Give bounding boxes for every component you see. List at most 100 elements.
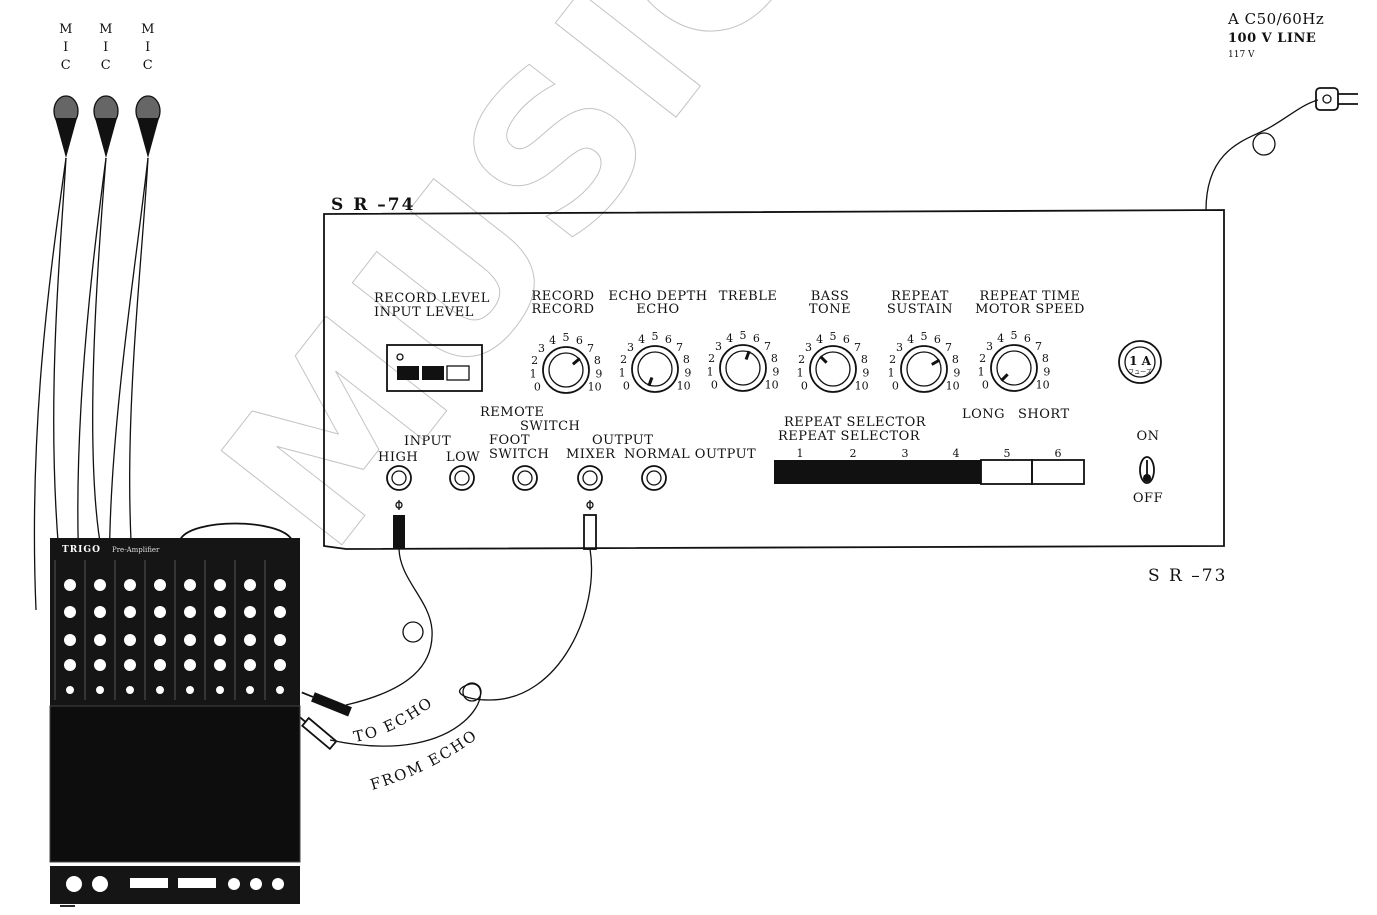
dial-number: 3 [986,340,993,353]
mic-cable [92,157,111,586]
mic-letter: C [143,58,153,73]
low-input-jack[interactable] [449,465,475,491]
mixer-power-knob[interactable] [66,876,82,892]
dial-number: 5 [563,331,570,344]
mixer-channel-knob[interactable] [184,659,196,671]
dial-number: 7 [854,341,861,354]
normal-output-jack[interactable] [641,465,667,491]
knob-pointer [819,355,828,364]
repeat-selector-bar-active[interactable] [774,460,981,484]
mixer-channel-knob[interactable] [154,606,166,618]
power-cord [1205,99,1319,211]
mixer-channel-knob[interactable] [274,606,286,618]
dial-number: 1 [530,367,537,380]
mixer-input-jack[interactable] [244,684,256,696]
mixer-input-jack[interactable] [274,684,286,696]
dial-number: 1 [978,365,985,378]
mixer-channel-knob[interactable] [94,634,106,646]
knob-body[interactable] [990,344,1038,392]
knob-body[interactable] [809,345,857,393]
mixer-channel-knob[interactable] [64,606,76,618]
mixer-input-jack[interactable] [94,684,106,696]
mixer-channel-knob[interactable] [184,579,196,591]
mixer-channel-knob[interactable] [184,606,196,618]
mixer-master-knob[interactable] [272,878,284,890]
mixer-channel-knob[interactable] [154,634,166,646]
mixer-channel-knob[interactable] [214,634,226,646]
microphone-3: M I C [135,22,161,158]
mixer-channel-knob[interactable] [94,606,106,618]
mixer-channel-knob[interactable] [64,659,76,671]
knob-title: TREBLE [719,289,778,304]
knob-title: REPEAT TIME [979,289,1080,304]
mixer-channel-knob[interactable] [184,634,196,646]
mixer-channel-knob[interactable] [124,659,136,671]
repeat-time-long-label: LONG [962,407,1005,422]
knob-body[interactable] [631,345,679,393]
input-label: INPUT [404,434,451,449]
knob-subtitle: TONE [809,302,851,317]
knob-body[interactable] [719,344,767,392]
knob-pointer [744,350,751,361]
dial-number: 4 [549,334,556,347]
mic-cable [53,157,67,586]
power-switch[interactable]: ON OFF [1133,429,1163,506]
repeat-selector-button-6[interactable] [1031,459,1085,485]
to-echo-plug-icon [393,515,405,549]
mixer-input-jack[interactable] [154,684,166,696]
mixer-channel-knob[interactable] [64,634,76,646]
mixer-input-jack[interactable] [64,684,76,696]
mixer-channel-knob[interactable] [64,579,76,591]
foot-label: FOOT [489,433,530,448]
dial-number: 10 [765,379,779,392]
mixer-channel-knob[interactable] [274,659,286,671]
dial-number: 3 [805,341,812,354]
mixer-channel-knob[interactable] [274,579,286,591]
mixer-channel-knob[interactable] [214,659,226,671]
mixer-channel-knob[interactable] [94,579,106,591]
power-cord-loop [1252,132,1276,156]
mixer-input-jack[interactable] [124,684,136,696]
mixer-channel-knob[interactable] [244,579,256,591]
mixer-headphone-knob[interactable] [92,876,108,892]
knob-body[interactable] [900,345,948,393]
mixer-master-knob[interactable] [228,878,240,890]
mixer-channel-knob[interactable] [124,606,136,618]
mixer-channel-knob[interactable] [244,606,256,618]
dial-number: 10 [677,380,691,393]
mixer-channel-knob[interactable] [214,579,226,591]
mixer-channel-knob[interactable] [124,634,136,646]
remote-switch-jack[interactable] [512,465,538,491]
jack-row [386,465,667,491]
knob-subtitle: SUSTAIN [887,302,953,317]
mixer-input-jack[interactable] [184,684,196,696]
mixer-channel-knob[interactable] [124,579,136,591]
repeat-selector-button-5[interactable] [980,459,1033,485]
dial-number: 10 [1036,379,1050,392]
dial-number: 10 [588,381,602,394]
knob-body[interactable] [542,346,590,394]
mixer-channel-knob[interactable] [154,659,166,671]
mixer-channel-knob[interactable] [214,606,226,618]
mixer-channel-knob[interactable] [244,634,256,646]
mixer-output-jack[interactable] [577,465,603,491]
mixer-channel-knob[interactable] [274,634,286,646]
mixer-front-panel [49,705,301,863]
mixer-master-knob[interactable] [250,878,262,890]
high-input-jack[interactable] [386,465,412,491]
mixer-channel-knob[interactable] [154,579,166,591]
knob-title: REPEAT [891,289,949,304]
repeat-selector-sub-label: REPEAT SELECTOR [778,429,921,444]
to-echo-jack-plug-icon [311,692,352,717]
knob-inner-ring [815,351,851,387]
mixer-channel-knob[interactable] [94,659,106,671]
mixer-input-jack[interactable] [214,684,226,696]
mixer-channel-knob[interactable] [244,659,256,671]
knob-title: BASS [811,289,850,304]
